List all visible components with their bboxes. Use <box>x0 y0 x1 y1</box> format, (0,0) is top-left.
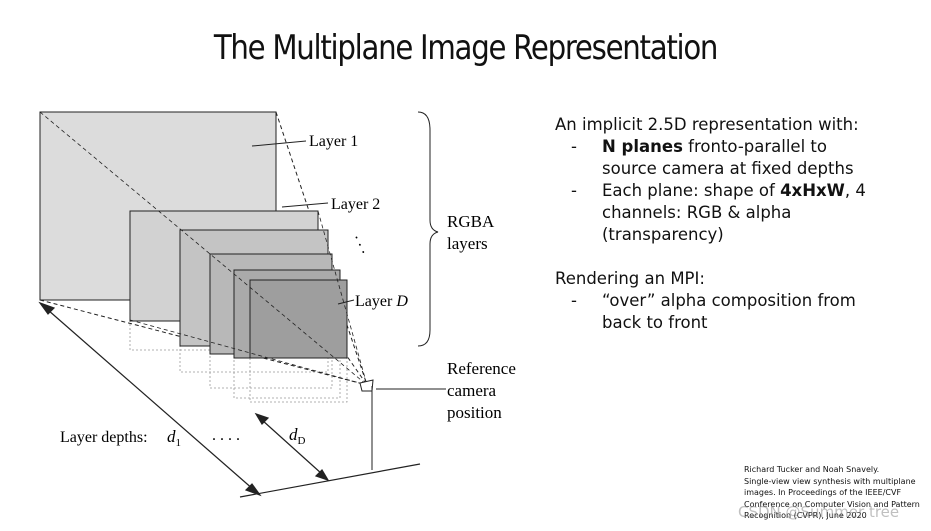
watermark: CSDN @Summer tree <box>738 503 900 521</box>
bullet-over: - “over” alpha composition from back to … <box>571 291 856 332</box>
layer-1-label: Layer 1 <box>309 133 358 150</box>
camera-label-1: Reference <box>447 359 516 378</box>
camera-icon <box>359 379 374 470</box>
bullet-planes: - N planes fronto-parallel to source cam… <box>571 137 854 178</box>
vertical-dots: . . . <box>351 231 375 256</box>
camera-label-2: camera <box>447 381 497 400</box>
description-text: An implicit 2.5D representation with: - … <box>555 114 885 334</box>
citation: Richard Tucker and Noah Snavely. Single-… <box>744 465 920 520</box>
render-title: Rendering an MPI: <box>555 269 705 288</box>
layer-d <box>249 279 348 359</box>
layers-label: layers <box>447 234 488 253</box>
intro-line: An implicit 2.5D representation with: <box>555 115 859 134</box>
camera-label-3: position <box>447 403 502 422</box>
layer-planes <box>39 111 348 359</box>
ground-line <box>239 463 421 498</box>
dD-label: dD <box>289 425 306 447</box>
depth-arrows <box>38 301 330 497</box>
slide-title: The Multiplane Image Representation <box>213 28 719 68</box>
d1-label: d1 <box>167 427 181 449</box>
depth-dots: . . . . <box>212 427 240 444</box>
layer-2-label: Layer 2 <box>331 196 380 213</box>
layer-d-label: Layer D <box>355 293 408 310</box>
bullet-shape: - Each plane: shape of 4xHxW, 4 channels… <box>571 181 866 244</box>
layer-depths-label: Layer depths: <box>60 429 148 446</box>
rgba-label: RGBA <box>447 212 495 231</box>
